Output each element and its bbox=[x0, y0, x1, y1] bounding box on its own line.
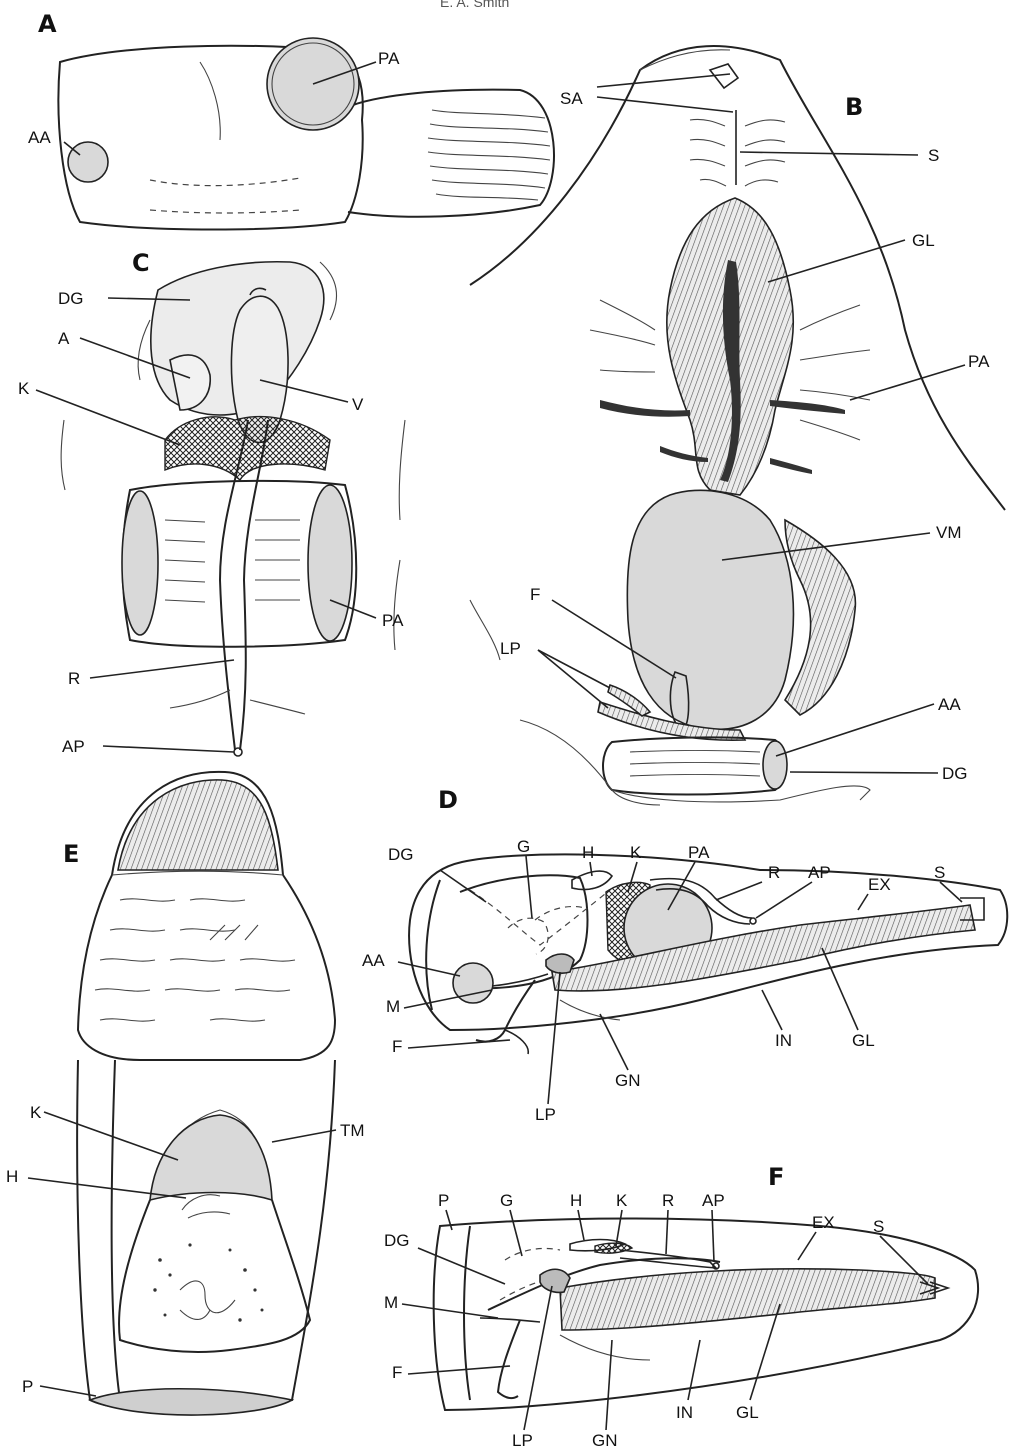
panel-c-label-dg: DG bbox=[58, 289, 84, 308]
panel-e-label-p: P bbox=[22, 1377, 33, 1396]
panel-f-label-s: S bbox=[873, 1217, 884, 1236]
panel-b-label-aa: AA bbox=[938, 695, 961, 714]
panel-f: F P G H K R AP EX S bbox=[384, 1163, 978, 1450]
panel-e-label-k: K bbox=[30, 1103, 42, 1122]
panel-a-fold bbox=[150, 178, 300, 186]
panel-f-label-lp: LP bbox=[512, 1431, 533, 1450]
panel-e-label-h: H bbox=[6, 1167, 18, 1186]
panel-d-label-gn: GN bbox=[615, 1071, 641, 1090]
panel-d-label-in: IN bbox=[775, 1031, 792, 1050]
panel-f-label-k: K bbox=[616, 1191, 628, 1210]
panel-e-stipple-dots bbox=[153, 1243, 263, 1321]
panel-f-label-f: F bbox=[392, 1363, 402, 1382]
panel-d-label-g: G bbox=[517, 837, 530, 856]
panel-f-label-gn: GN bbox=[592, 1431, 618, 1450]
panel-f-label-r: R bbox=[662, 1191, 674, 1210]
visceral-mass-b bbox=[627, 490, 793, 729]
panel-b-label-gl: GL bbox=[912, 231, 935, 250]
panel-d-label-ex: EX bbox=[868, 875, 891, 894]
foot-f bbox=[560, 1335, 650, 1360]
panel-c-letter: C bbox=[132, 249, 150, 277]
panel-b: B bbox=[470, 46, 1005, 805]
panel-f-label-h: H bbox=[570, 1191, 582, 1210]
panel-e-label-tm: TM bbox=[340, 1121, 365, 1140]
labial-palp-f bbox=[540, 1269, 570, 1292]
panel-d-label-gl: GL bbox=[852, 1031, 875, 1050]
kidney-e bbox=[150, 1115, 272, 1200]
panel-d-label-s: S bbox=[934, 863, 945, 882]
panel-f-label-ex: EX bbox=[812, 1213, 835, 1232]
panel-a-tail bbox=[348, 90, 554, 217]
panel-f-letter: F bbox=[768, 1163, 784, 1191]
panel-f-label-in: IN bbox=[676, 1403, 693, 1422]
panel-a-label-aa: AA bbox=[28, 128, 51, 147]
kidney-f bbox=[595, 1243, 632, 1253]
panel-c-adductor-striae bbox=[165, 520, 300, 602]
panel-a-label-pa: PA bbox=[378, 49, 400, 68]
panel-d-label-h: H bbox=[582, 843, 594, 862]
panel-c-label-v: V bbox=[352, 395, 364, 414]
panel-b-label-f: F bbox=[530, 585, 540, 604]
panel-d-label-pa: PA bbox=[688, 843, 710, 862]
panel-b-label-pa: PA bbox=[968, 352, 990, 371]
panel-d: D DG G H K PA bbox=[362, 786, 1007, 1124]
pedal-gape-e bbox=[90, 1389, 292, 1415]
anterior-adductor-b bbox=[603, 737, 786, 794]
panel-c: C DG A K bbox=[18, 249, 405, 756]
panel-d-label-m: M bbox=[386, 997, 400, 1016]
panel-d-letter: D bbox=[438, 786, 458, 814]
labial-palp-d bbox=[546, 954, 574, 973]
panel-f-label-m: M bbox=[384, 1293, 398, 1312]
panel-a-crease bbox=[200, 62, 220, 140]
panel-b-letter: B bbox=[845, 93, 863, 121]
panel-b-label-sa: SA bbox=[560, 89, 583, 108]
panel-f-label-p: P bbox=[438, 1191, 449, 1210]
panel-d-label-k: K bbox=[630, 843, 642, 862]
foot-d bbox=[505, 1030, 528, 1054]
panel-c-label-r: R bbox=[68, 669, 80, 688]
panel-e: E bbox=[6, 772, 365, 1415]
panel-a-letter: A bbox=[38, 10, 57, 38]
panel-e-wrinkles bbox=[95, 899, 295, 1021]
heart-e bbox=[182, 1195, 220, 1210]
panel-a: A PA AA bbox=[28, 10, 554, 230]
panel-c-label-a: A bbox=[58, 329, 70, 348]
panel-b-adductor-striae bbox=[630, 751, 760, 777]
digestive-gland-d bbox=[470, 890, 610, 945]
anterior-adductor-a bbox=[68, 142, 108, 182]
panel-d-label-f: F bbox=[392, 1037, 402, 1056]
panel-b-label-lp: LP bbox=[500, 639, 521, 658]
gill-f bbox=[560, 1269, 935, 1330]
panel-d-label-aa: AA bbox=[362, 951, 385, 970]
digestive-gland-f bbox=[505, 1248, 560, 1260]
panel-c-label-k: K bbox=[18, 379, 30, 398]
panel-d-label-r: R bbox=[768, 863, 780, 882]
siphon-tentacles-e bbox=[118, 780, 278, 870]
panel-c-label-pa: PA bbox=[382, 611, 404, 630]
panel-b-label-dg: DG bbox=[942, 764, 968, 783]
panel-e-letter: E bbox=[63, 840, 79, 868]
panel-d-label-ap: AP bbox=[808, 863, 831, 882]
panel-a-tail-rings bbox=[428, 110, 550, 200]
panel-f-label-ap: AP bbox=[702, 1191, 725, 1210]
panel-f-label-g: G bbox=[500, 1191, 513, 1210]
panel-f-label-dg: DG bbox=[384, 1231, 410, 1250]
panel-b-label-vm: VM bbox=[936, 523, 962, 542]
panel-f-label-gl: GL bbox=[736, 1403, 759, 1422]
panel-b-label-s: S bbox=[928, 146, 939, 165]
panel-d-label-lp: LP bbox=[535, 1105, 556, 1124]
panel-c-label-ap: AP bbox=[62, 737, 85, 756]
panel-d-label-dg: DG bbox=[388, 845, 414, 864]
